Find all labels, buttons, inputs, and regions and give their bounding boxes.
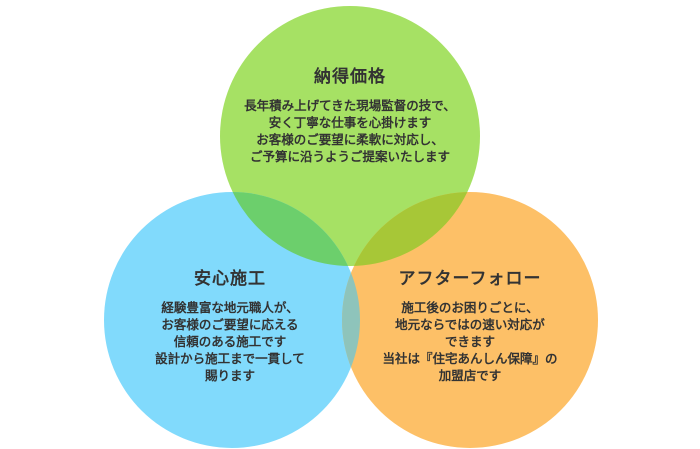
text-line: 加盟店です xyxy=(438,368,502,383)
text-line: 信頼のある施工です xyxy=(173,334,287,349)
text-line: お客様のご要望に応える xyxy=(161,317,299,332)
circle-safe-construction xyxy=(104,192,360,448)
circle-fair-price xyxy=(220,6,480,266)
text-line: ご予算に沿うようご提案いたします xyxy=(249,149,450,164)
text-line: お客様のご要望に柔軟に対応し、 xyxy=(256,132,444,147)
right-circle-text: アフターフォロー 施工後のお困りごとに、 地元ならではの速い対応が できます 当… xyxy=(350,264,590,384)
text-line: 安く丁寧な仕事を心掛けます xyxy=(268,115,432,130)
title-safe-construction: 安心施工 xyxy=(194,269,266,289)
left-circle-text: 安心施工 経験豊富な地元職人が、 お客様のご要望に応える 信頼のある施工です 設… xyxy=(110,264,350,384)
text-line: 施工後のお困りごとに、 xyxy=(401,300,539,315)
text-line: 設計から施工まで一貫して xyxy=(155,351,305,366)
text-line: 地元ならではの速い対応が xyxy=(395,317,545,332)
text-line: できます xyxy=(444,334,495,349)
text-line: 長年積み上げてきた現場監督の技で、 xyxy=(244,98,456,113)
title-after-follow: アフターフォロー xyxy=(398,269,542,289)
text-line: 当社は『住宅あんしん保障』の xyxy=(382,351,558,366)
top-circle-text: 納得価格 長年積み上げてきた現場監督の技で、 安く丁寧な仕事を心掛けます お客様… xyxy=(200,62,500,165)
title-fair-price: 納得価格 xyxy=(314,67,386,87)
text-line: 賜ります xyxy=(204,368,255,383)
circle-after-follow xyxy=(342,192,598,448)
text-line: 経験豊富な地元職人が、 xyxy=(161,300,299,315)
